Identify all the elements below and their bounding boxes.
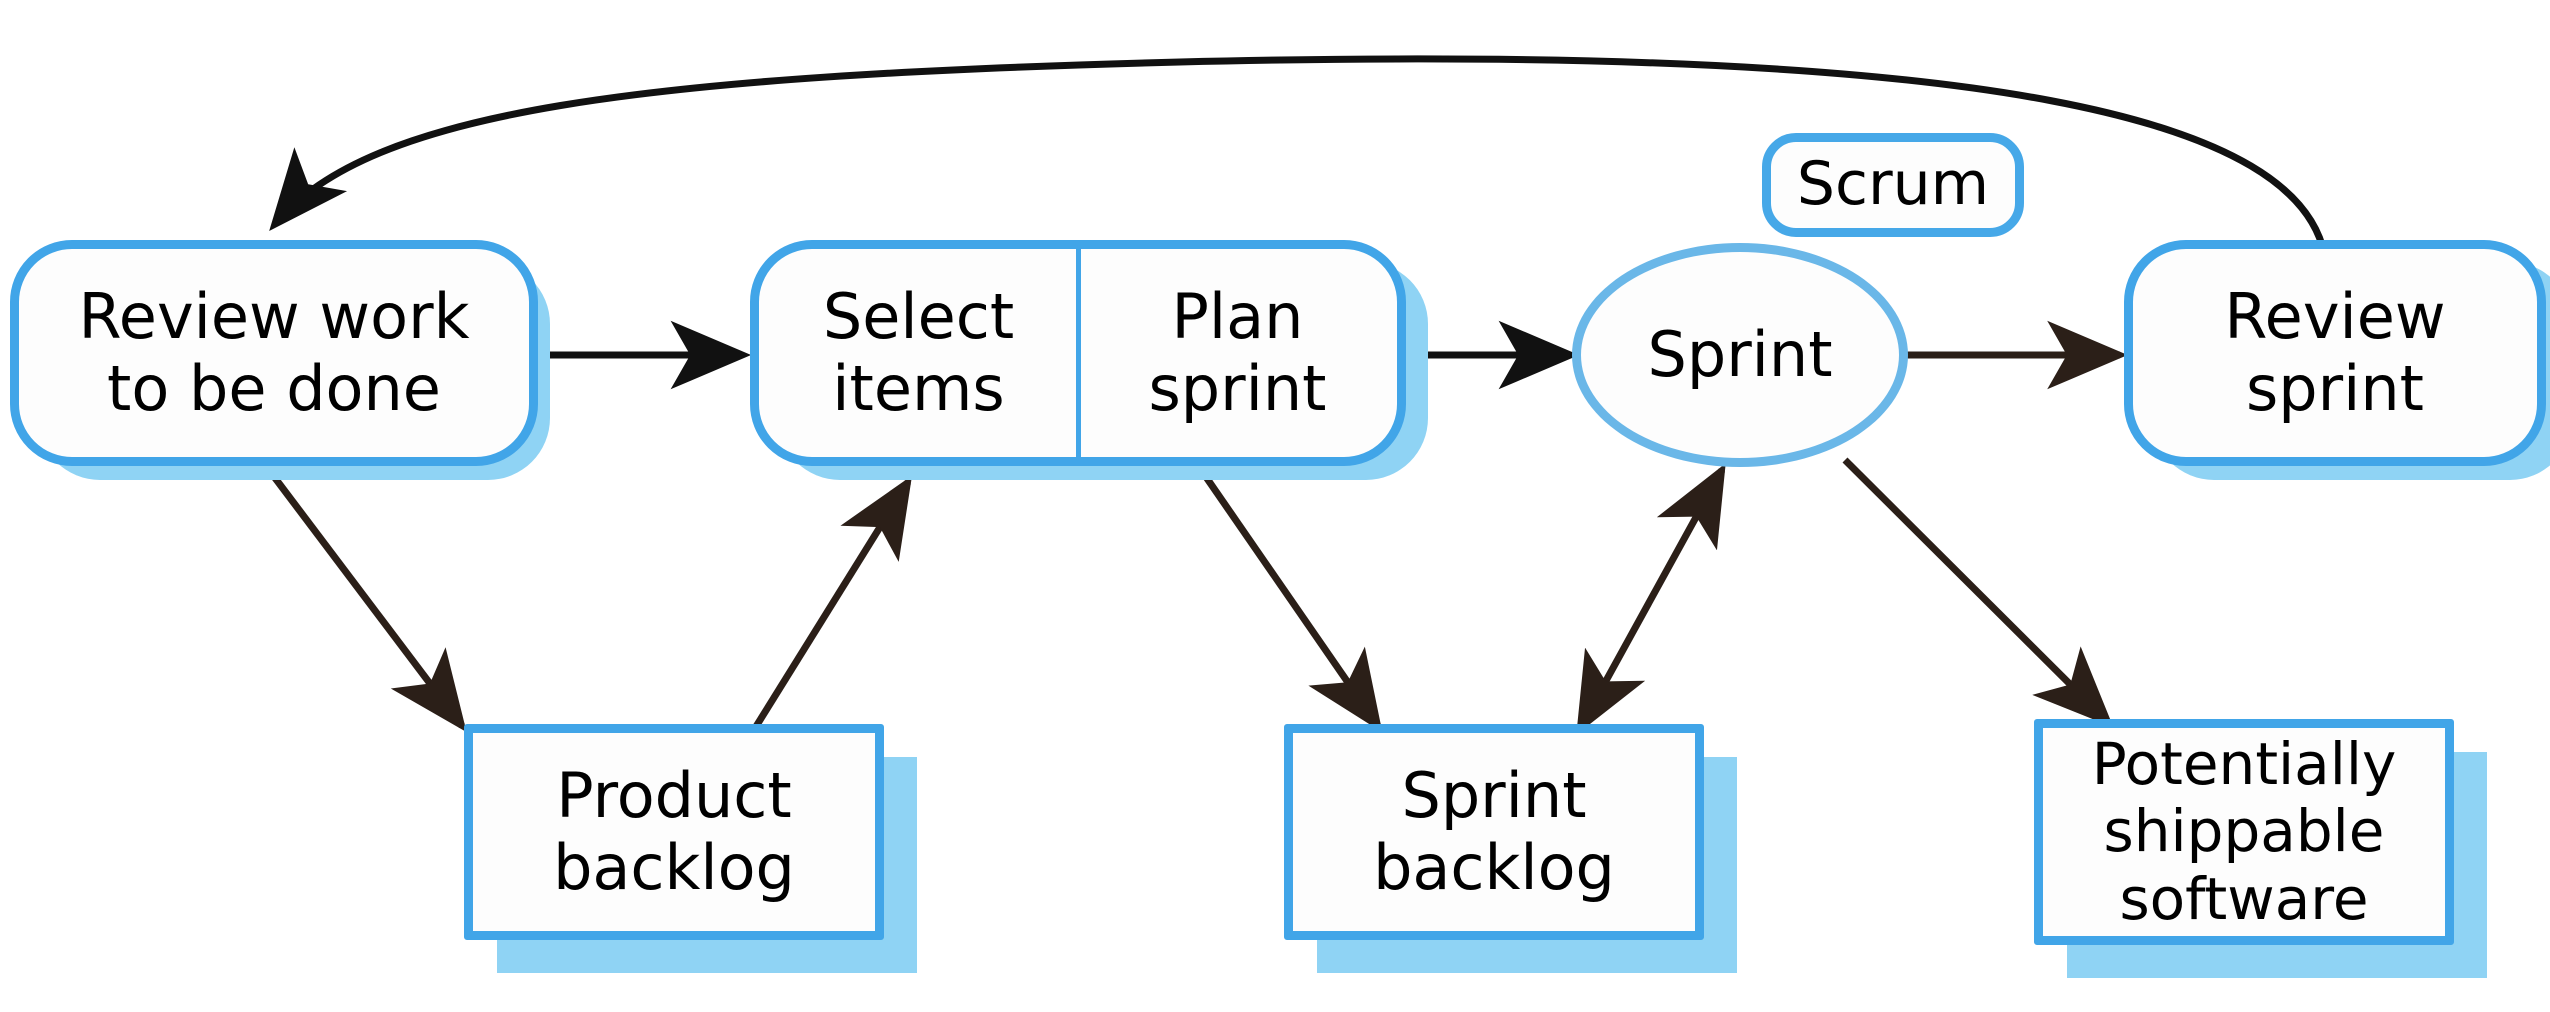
edge-product-backlog-to-select-items bbox=[749, 475, 913, 735]
node-product-backlog[interactable]: Product backlog bbox=[464, 724, 884, 940]
node-label: Product backlog bbox=[553, 759, 795, 904]
node-label: Plan sprint bbox=[1148, 280, 1327, 425]
node-scrum-tag[interactable]: Scrum bbox=[1762, 133, 2024, 237]
node-label: Select items bbox=[822, 280, 1015, 425]
node-sprint-backlog[interactable]: Sprint backlog bbox=[1284, 724, 1704, 940]
edge-review-sprint-to-review-work-curve bbox=[269, 55, 2329, 258]
edge-plan-sprint-to-sprint-backlog bbox=[1203, 475, 1383, 733]
node-select-items-plan-sprint[interactable]: Select items Plan sprint bbox=[750, 240, 1406, 466]
node-potentially-shippable-software[interactable]: Potentially shippable software bbox=[2034, 719, 2454, 945]
edge-sprint-backlog-to-sprint-bidirectional bbox=[1576, 463, 1726, 735]
node-label: Review work to be done bbox=[78, 280, 470, 425]
node-label: Review sprint bbox=[2224, 280, 2446, 425]
node-sprint[interactable]: Sprint bbox=[1572, 243, 1908, 467]
node-review-work-to-be-done[interactable]: Review work to be done bbox=[10, 240, 538, 466]
edge-sprint-to-potentially-shippable bbox=[1842, 457, 2114, 728]
node-select-items[interactable]: Select items bbox=[759, 249, 1078, 457]
split-divider bbox=[1076, 249, 1081, 457]
node-label: Scrum bbox=[1796, 149, 1990, 220]
edge-review-work-to-product-backlog bbox=[269, 471, 467, 733]
node-label: Sprint bbox=[1647, 318, 1833, 392]
node-review-sprint[interactable]: Review sprint bbox=[2124, 240, 2546, 466]
node-label: Sprint backlog bbox=[1373, 759, 1615, 904]
node-label: Potentially shippable software bbox=[2091, 730, 2397, 933]
node-plan-sprint[interactable]: Plan sprint bbox=[1078, 249, 1397, 457]
